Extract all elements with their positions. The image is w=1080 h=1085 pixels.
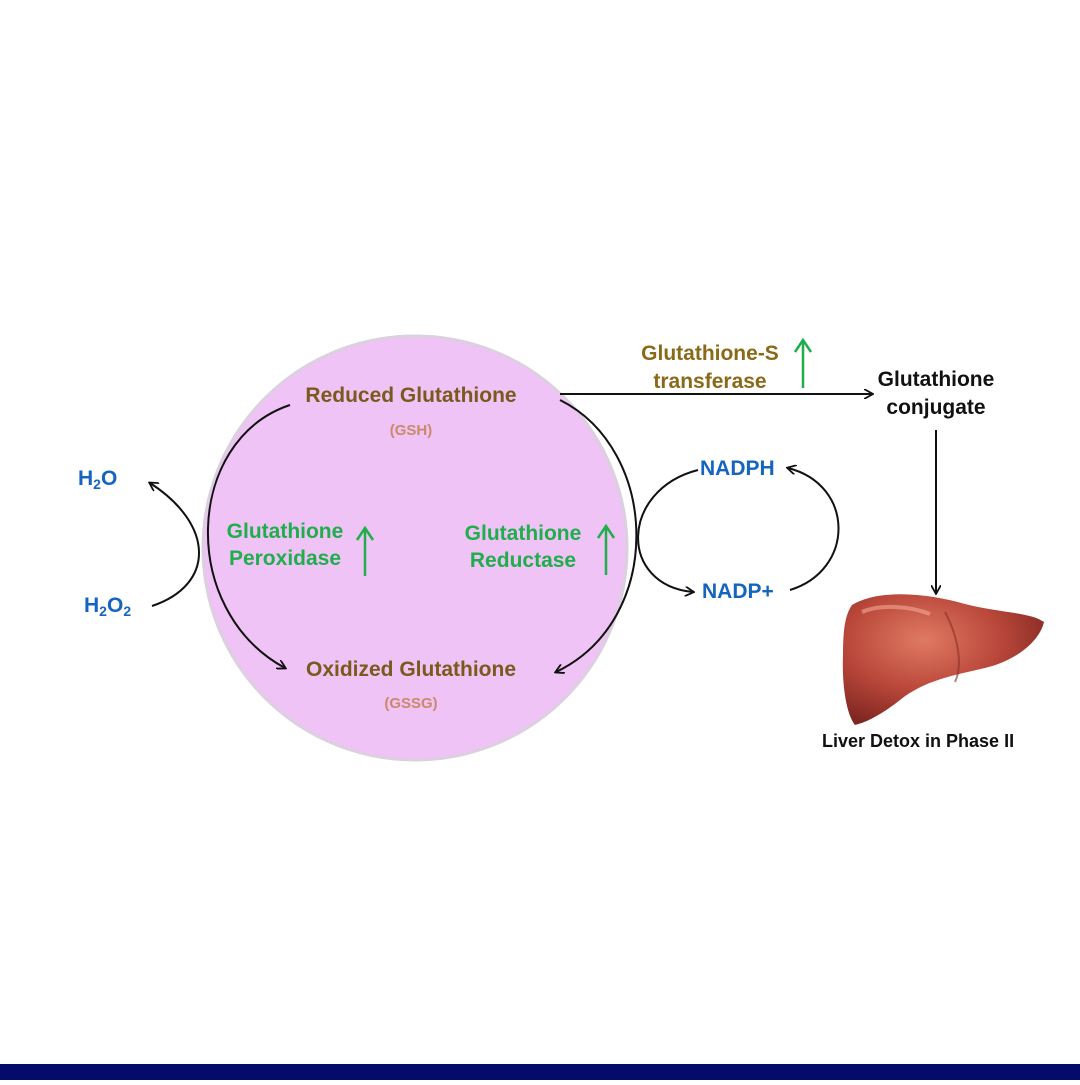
h2o2-sub1: 2 bbox=[99, 603, 107, 619]
h2o-o: O bbox=[100, 467, 118, 490]
h2o2-sub2: 2 bbox=[123, 603, 132, 619]
up-arrow-icon bbox=[355, 525, 375, 576]
liver-illustration bbox=[842, 594, 1044, 725]
gssg-label: (GSSG) bbox=[384, 695, 438, 712]
bottom-bar bbox=[0, 1064, 1080, 1080]
conjugate-line2: conjugate bbox=[886, 396, 986, 420]
h2o-h: H bbox=[78, 467, 94, 490]
oxidized-glutathione-label: Oxidized Glutathione bbox=[305, 658, 516, 681]
glutathione-conjugate-label: Glutathione conjugate bbox=[866, 368, 1006, 420]
reductase-line1: Glutathione bbox=[464, 522, 582, 545]
glutathione-peroxidase-label: Glutathione Peroxidase bbox=[210, 520, 360, 571]
gsh-label: (GSH) bbox=[389, 422, 433, 439]
peroxidase-line1: Glutathione bbox=[226, 520, 344, 543]
nadph-label: NADPH bbox=[700, 457, 775, 480]
glutathione-reductase-label: Glutathione Reductase bbox=[448, 522, 598, 573]
reductase-line2: Reductase bbox=[469, 549, 577, 573]
h2o-sub: 2 bbox=[93, 476, 101, 492]
conjugate-line1: Glutathione bbox=[877, 368, 995, 391]
up-arrow-icon bbox=[793, 337, 813, 388]
peroxidase-line2: Peroxidase bbox=[228, 547, 342, 571]
reductase-arc bbox=[556, 399, 638, 672]
peroxidase-arc bbox=[206, 404, 291, 668]
nadph-to-nadp-arc bbox=[637, 469, 699, 592]
h2o-label: H2O bbox=[78, 467, 117, 492]
water-arc bbox=[150, 483, 200, 607]
h2o2-label: H2O2 bbox=[84, 594, 131, 619]
nadp-label: NADP+ bbox=[702, 580, 774, 603]
transferase-line1: Glutathione-S bbox=[641, 342, 779, 365]
liver-caption: Liver Detox in Phase II bbox=[822, 731, 1015, 751]
h2o2-h: H bbox=[84, 594, 100, 617]
glutathione-s-transferase-label: Glutathione-S transferase bbox=[628, 342, 792, 394]
cycle-circle bbox=[201, 334, 629, 762]
nadp-to-nadph-arc bbox=[788, 468, 840, 591]
transferase-line2: transferase bbox=[653, 370, 767, 394]
reduced-glutathione-label: Reduced Glutathione bbox=[305, 384, 517, 407]
up-arrow-icon bbox=[596, 523, 616, 575]
h2o2-o: O bbox=[106, 594, 124, 617]
